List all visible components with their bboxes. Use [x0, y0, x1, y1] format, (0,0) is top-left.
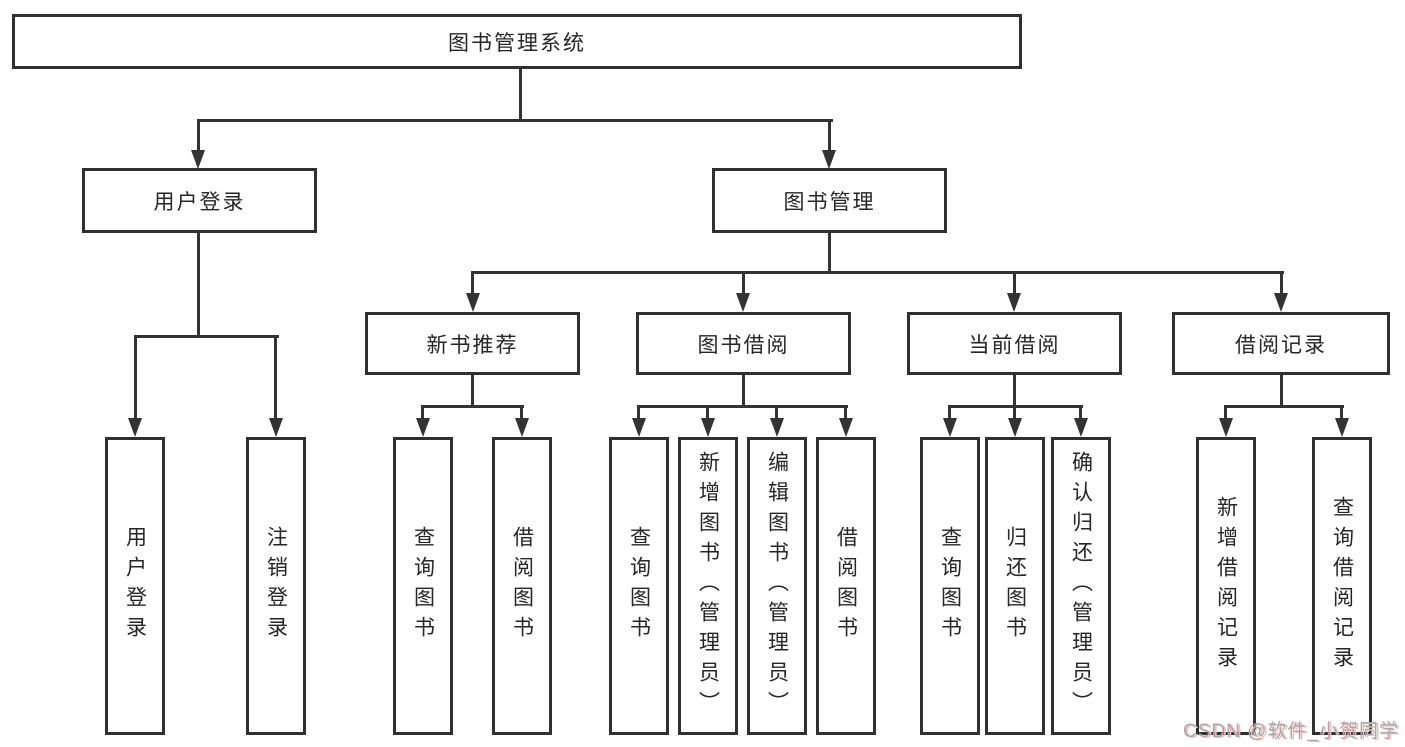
arrowhead-down [736, 293, 750, 312]
arrowhead-down [1219, 418, 1233, 437]
arrowhead-down [1007, 293, 1021, 312]
node-edit-book-admin: 编辑图书（管理员） [747, 437, 807, 735]
connector [134, 335, 137, 419]
node-label: 当前借阅 [968, 333, 1061, 357]
arrowhead-down [1274, 293, 1288, 312]
connector [1224, 405, 1227, 419]
node-borrow-book: 借阅图书 [492, 437, 552, 735]
node-borrow-book: 借阅图书 [816, 437, 876, 735]
connector [1013, 375, 1016, 407]
connector [421, 405, 424, 419]
arrowhead-down [1008, 418, 1022, 437]
connector [471, 375, 474, 407]
connector [197, 119, 833, 122]
node-query-books: 查询图书 [393, 437, 453, 735]
connector [742, 375, 745, 407]
node-label: 新书推荐 [426, 333, 519, 357]
node-current-borrowing: 当前借阅 [907, 312, 1122, 375]
node-label: 查询借阅记录 [1330, 496, 1354, 676]
node-user-login-branch: 用户登录 [82, 168, 317, 233]
arrowhead-down [515, 418, 529, 437]
connector [1340, 405, 1343, 419]
node-label: 图书管理 [783, 190, 876, 214]
node-label: 图书借阅 [697, 333, 790, 357]
connector [274, 335, 277, 419]
node-add-borrow-record: 新增借阅记录 [1196, 437, 1256, 735]
connector [1280, 375, 1283, 407]
node-label: 归还图书 [1003, 526, 1027, 646]
node-logout: 注销登录 [246, 437, 306, 735]
node-label: 查询图书 [938, 526, 962, 646]
node-label: 编辑图书（管理员） [765, 451, 789, 721]
node-borrow-records: 借阅记录 [1172, 312, 1390, 375]
connector [828, 119, 831, 152]
node-label: 确认归还（管理员） [1069, 451, 1093, 721]
connector [637, 405, 848, 408]
arrowhead-down [128, 418, 142, 437]
csdn-watermark: CSDN @软件_小贺同学 [1183, 721, 1399, 742]
arrowhead-down [269, 418, 283, 437]
connector [1013, 271, 1016, 295]
connector [775, 405, 778, 419]
connector [197, 119, 200, 152]
connector [422, 405, 524, 408]
node-label: 查询图书 [411, 526, 435, 646]
connector [949, 405, 1083, 408]
connector [742, 271, 745, 295]
arrowhead-down [822, 150, 836, 169]
connector [1079, 405, 1082, 419]
node-label: 注销登录 [264, 526, 288, 646]
node-query-books: 查询图书 [609, 437, 669, 735]
node-label: 借阅图书 [834, 526, 858, 646]
node-user-login-leaf: 用户登录 [105, 437, 165, 735]
arrowhead-down [416, 418, 430, 437]
connector [197, 233, 200, 337]
node-add-book-admin: 新增图书（管理员） [678, 437, 738, 735]
node-new-book-recommend: 新书推荐 [365, 312, 580, 375]
connector [1280, 271, 1283, 295]
node-label: 用户登录 [153, 190, 246, 214]
arrowhead-down [1074, 418, 1088, 437]
node-label: 借阅记录 [1235, 333, 1327, 357]
node-label: 图书管理系统 [448, 31, 586, 55]
connector [471, 271, 474, 295]
arrowhead-down [701, 418, 715, 437]
node-label: 查询图书 [627, 526, 651, 646]
node-return-book: 归还图书 [985, 437, 1045, 735]
arrowhead-down [191, 150, 205, 169]
connector [844, 405, 847, 419]
node-label: 借阅图书 [510, 526, 534, 646]
arrowhead-down [466, 293, 480, 312]
arrowhead-down [839, 418, 853, 437]
node-label: 新增借阅记录 [1214, 496, 1238, 676]
connector [471, 271, 1284, 274]
connector [828, 233, 831, 273]
arrowhead-down [770, 418, 784, 437]
node-library-system: 图书管理系统 [12, 14, 1022, 69]
node-query-borrow-record: 查询借阅记录 [1312, 437, 1372, 735]
connector [637, 405, 640, 419]
node-query-books: 查询图书 [920, 437, 980, 735]
node-book-management: 图书管理 [712, 168, 947, 233]
connector [1013, 405, 1016, 419]
node-confirm-return-admin: 确认归还（管理员） [1051, 437, 1111, 735]
connector [134, 335, 279, 338]
connector [1225, 405, 1344, 408]
arrowhead-down [943, 418, 957, 437]
arrowhead-down [1335, 418, 1349, 437]
connector [706, 405, 709, 419]
node-book-borrowing: 图书借阅 [636, 312, 851, 375]
connector [948, 405, 951, 419]
connector [520, 405, 523, 419]
connector [519, 68, 522, 122]
node-label: 新增图书（管理员） [696, 451, 720, 721]
arrowhead-down [632, 418, 646, 437]
node-label: 用户登录 [123, 526, 147, 646]
